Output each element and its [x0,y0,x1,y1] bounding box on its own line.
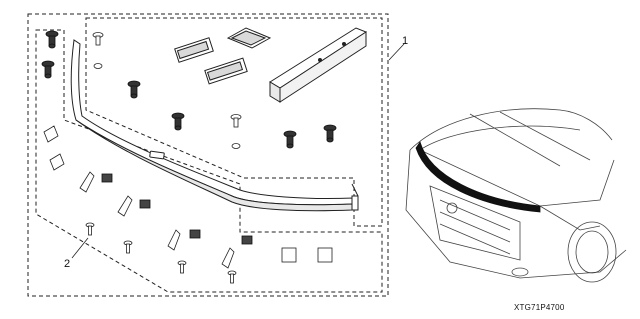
callout-2-leader [71,237,89,259]
nut-clips [101,173,253,245]
screws-and-washers [85,32,242,284]
callout-1-label: 1 [402,35,409,47]
kit-outline-dashed [27,13,389,297]
push-clips [41,30,337,149]
part-code-label: XTG71P4700 [514,303,565,312]
brackets [43,125,235,269]
item2-outline-dashed [35,29,383,293]
adhesive-pads [174,27,272,85]
bug-deflector [70,39,359,212]
spacer-blocks [281,247,333,263]
vehicle-installed-deflector [415,141,541,213]
trim-strip [269,27,368,103]
callout-2-label: 2 [64,258,71,270]
vehicle-illustration [405,108,627,283]
callout-1-leader [388,43,405,61]
